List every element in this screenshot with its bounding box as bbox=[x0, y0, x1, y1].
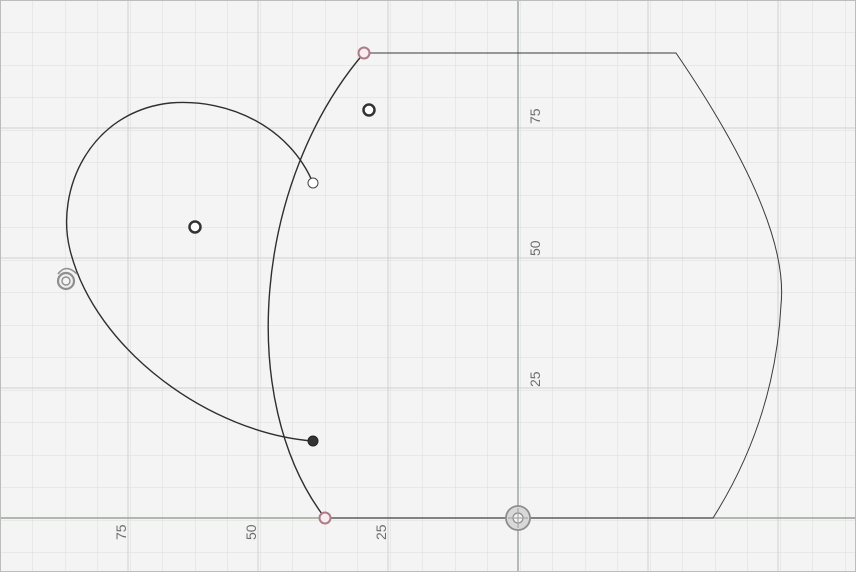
center-point-icon[interactable] bbox=[188, 220, 202, 234]
x-tick-label: 25 bbox=[373, 524, 389, 540]
axis-labels: 75 50 25 75 50 25 bbox=[113, 108, 543, 540]
y-tick-label: 25 bbox=[527, 371, 543, 387]
origin-icon[interactable] bbox=[505, 505, 531, 531]
y-tick-label: 75 bbox=[527, 108, 543, 124]
sketch-point-icon[interactable] bbox=[307, 435, 319, 447]
sketch-points[interactable] bbox=[188, 46, 376, 525]
sketch-geometry[interactable] bbox=[66, 52, 783, 519]
x-tick-label: 75 bbox=[113, 524, 129, 540]
spline-curve[interactable] bbox=[66, 101, 314, 442]
sketch-point-icon[interactable] bbox=[357, 46, 371, 60]
sketch-point-icon[interactable] bbox=[318, 511, 332, 525]
center-point-icon[interactable] bbox=[362, 103, 376, 117]
constraint-icon bbox=[56, 267, 78, 291]
x-tick-label: 50 bbox=[243, 524, 259, 540]
sketch-outline[interactable] bbox=[325, 52, 783, 519]
sketch-point-icon[interactable] bbox=[307, 177, 319, 189]
y-tick-label: 50 bbox=[527, 240, 543, 256]
arc-curve[interactable] bbox=[267, 52, 365, 519]
